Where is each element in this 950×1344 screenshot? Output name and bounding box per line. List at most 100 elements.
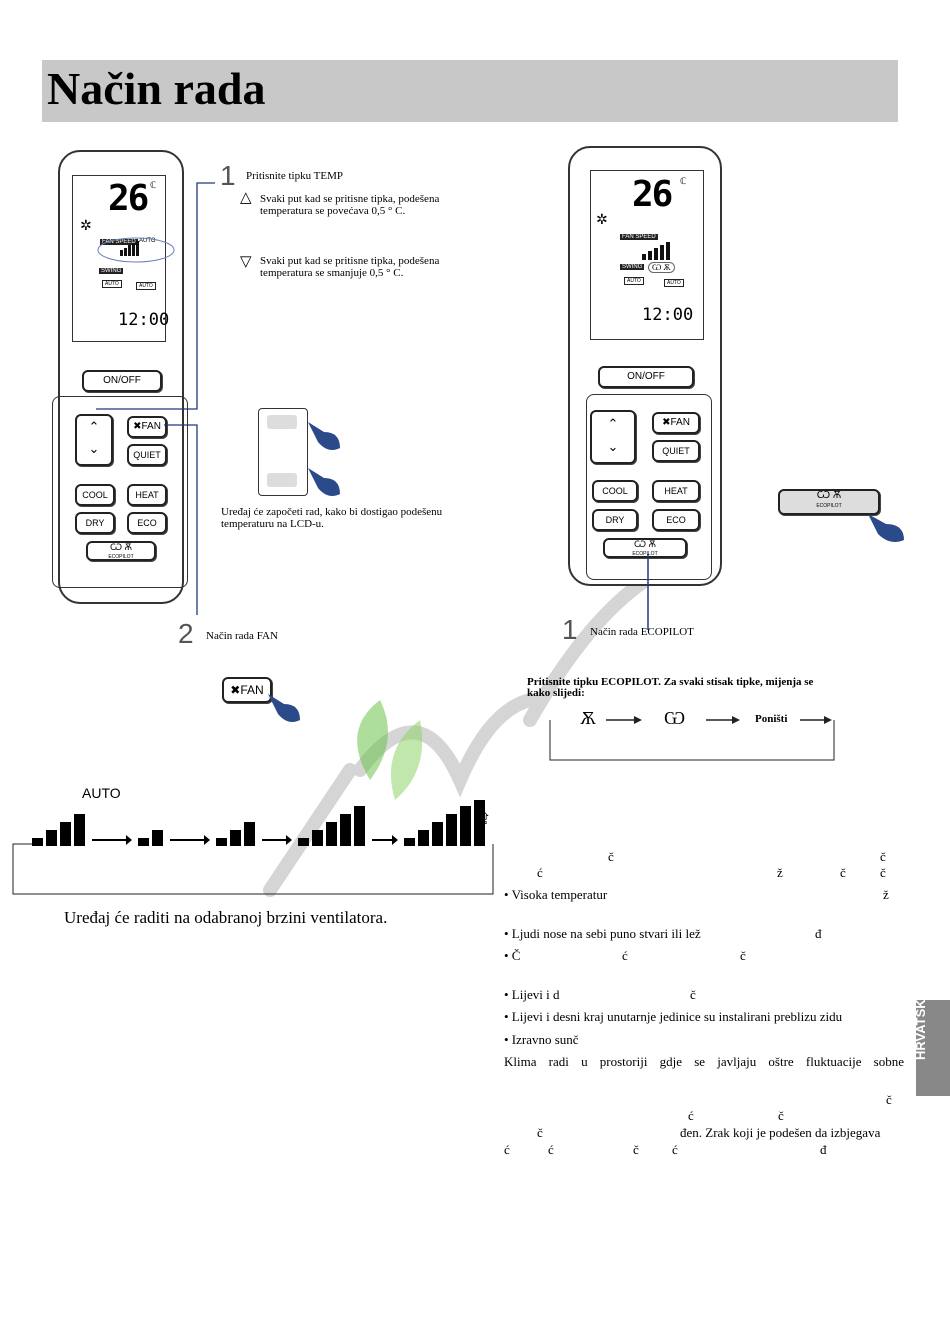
up-text-1: Svaki put kad se pritisne tipka, podešen…: [260, 193, 440, 205]
note-char: ć: [537, 865, 543, 880]
cycle-arrowhead: [126, 835, 132, 845]
down-triangle-icon: ▽: [240, 254, 252, 270]
note-char: č: [880, 849, 886, 864]
ecopilot-icon: Ѡ Ѫ: [634, 539, 656, 549]
quiet-button[interactable]: QUIET: [652, 440, 700, 462]
note-char: ć: [622, 948, 628, 963]
fan-icon: ✖: [662, 417, 671, 428]
left-button-panel: [52, 396, 188, 588]
temp-rocker-illustration: [258, 408, 308, 496]
page-title: Način rada: [47, 63, 266, 114]
swing-auto-left: AUTO: [102, 280, 122, 288]
hand-press-icon: [268, 694, 300, 722]
eco-button[interactable]: ECO: [127, 512, 167, 534]
note-char: č: [886, 1092, 892, 1107]
fan-bar-auto-3: [60, 822, 71, 846]
lcd-temperature: 26: [108, 178, 149, 219]
ecopilot-icon: Ѡ Ѫ: [110, 542, 132, 552]
right-button-panel: [586, 394, 712, 580]
dry-button[interactable]: DRY: [75, 512, 115, 534]
result-text-2: temperaturu na LCD-u.: [221, 518, 324, 530]
swing-tag: SWING: [620, 264, 645, 270]
right-lcd: [590, 170, 704, 340]
fan-button-illustration: ✖FAN: [222, 677, 272, 703]
hand-press-icon: [308, 422, 340, 496]
note-char: č: [880, 865, 886, 880]
lcd-clock: 12:00: [118, 310, 170, 330]
note-line: Klima radi u prostoriji gdje se javljaju…: [504, 1054, 904, 1069]
note-char: ć: [548, 1142, 554, 1157]
step1-number: 1: [220, 160, 236, 191]
fan-icon: ✖: [230, 683, 241, 697]
fan-bar-turbo-1: [404, 838, 415, 846]
step2-heading: Način rada FAN: [206, 630, 278, 642]
note-char: đ: [820, 1142, 827, 1157]
fan-bar-low-1: [138, 838, 149, 846]
heat-button[interactable]: HEAT: [652, 480, 700, 502]
fan-button[interactable]: ✖FAN: [127, 416, 167, 438]
fan-speed-cycle: ⇪: [12, 800, 494, 895]
on-off-button[interactable]: ON/OFF: [598, 366, 694, 388]
hand-press-icon: [868, 514, 904, 542]
heat-button[interactable]: HEAT: [127, 484, 167, 506]
step1-heading: Pritisnite tipku TEMP: [246, 170, 343, 182]
note-line: • Izravno sunč: [504, 1032, 579, 1047]
note-line: • Lijevi i desni kraj unutarnje jedinice…: [504, 1009, 843, 1024]
language-tab: [916, 1000, 950, 1096]
note-char: ž: [777, 865, 783, 880]
right-step1-heading: Način rada ECOPILOT: [590, 626, 694, 638]
fan-speed-highlight: [97, 237, 175, 263]
ecopilot-lcd-icon: Ѡ Ѫ: [648, 262, 675, 273]
note-char: č: [690, 987, 696, 1002]
swing-auto-right: AUTO: [136, 282, 156, 290]
auto-tag: AUTO: [139, 238, 156, 244]
swing-auto-left: AUTO: [624, 277, 644, 285]
fan-bar-turbo-5: [460, 806, 471, 846]
fan-bar-low-2: [152, 830, 163, 846]
swing-auto-right: AUTO: [664, 279, 684, 287]
fan-speed-tag: FAN SPEED: [620, 234, 658, 240]
fan-button[interactable]: ✖FAN: [652, 412, 700, 434]
note-char: ć: [672, 1142, 678, 1157]
fan-bar-turbo-2: [418, 830, 429, 846]
ecopilot-toward-icon: Ѡ: [664, 708, 686, 728]
ecopilot-desc-2: kako slijedi:: [527, 687, 585, 699]
fan-bar-medium-3: [244, 822, 255, 846]
fan-bar-high-3: [326, 822, 337, 846]
cancel-label: Poništi: [755, 713, 788, 725]
down-text-1: Svaki put kad se pritisne tipka, podešen…: [260, 255, 440, 267]
fan-bar-auto-4: [74, 814, 85, 846]
temp-up-down-button[interactable]: ⌃⌄: [75, 414, 113, 466]
right-step1-number: 1: [562, 614, 578, 645]
note-char: č: [740, 948, 746, 963]
cool-button[interactable]: COOL: [75, 484, 115, 506]
fan-bar-medium-1: [216, 838, 227, 846]
note-line: • Č: [504, 948, 521, 963]
up-text-2: temperatura se povećava 0,5 ° C.: [260, 205, 406, 217]
right-callout-line: [647, 554, 649, 630]
language-tab-label: HRVATSKI: [913, 995, 928, 1060]
cycle-arrowhead: [392, 835, 398, 845]
note-char: đ: [815, 926, 822, 941]
ecopilot-desc-1: Pritisnite tipku ECOPILOT. Za svaki stis…: [527, 676, 814, 688]
fan-bar-high-2: [312, 830, 323, 846]
fan-icon: ✖: [133, 421, 142, 432]
fan-bar-auto-1: [32, 838, 43, 846]
fan-speed-tag: FAN SPEED: [100, 239, 138, 245]
quiet-button[interactable]: QUIET: [127, 444, 167, 466]
swing-tag: SWING: [99, 268, 124, 274]
note-line: • Ljudi nose na sebi puno stvari ili lež: [504, 926, 701, 941]
note-char: č: [633, 1142, 639, 1157]
snowflake-icon: ✲: [596, 213, 608, 228]
temp-up-down-button[interactable]: ⌃⌄: [590, 410, 636, 464]
dry-button[interactable]: DRY: [592, 509, 638, 531]
cool-button[interactable]: COOL: [592, 480, 638, 502]
note-char: č: [778, 1108, 784, 1123]
on-off-button[interactable]: ON/OFF: [82, 370, 162, 392]
cycle-arrowhead: [204, 835, 210, 845]
title-bar: [42, 60, 898, 122]
eco-button[interactable]: ECO: [652, 509, 700, 531]
